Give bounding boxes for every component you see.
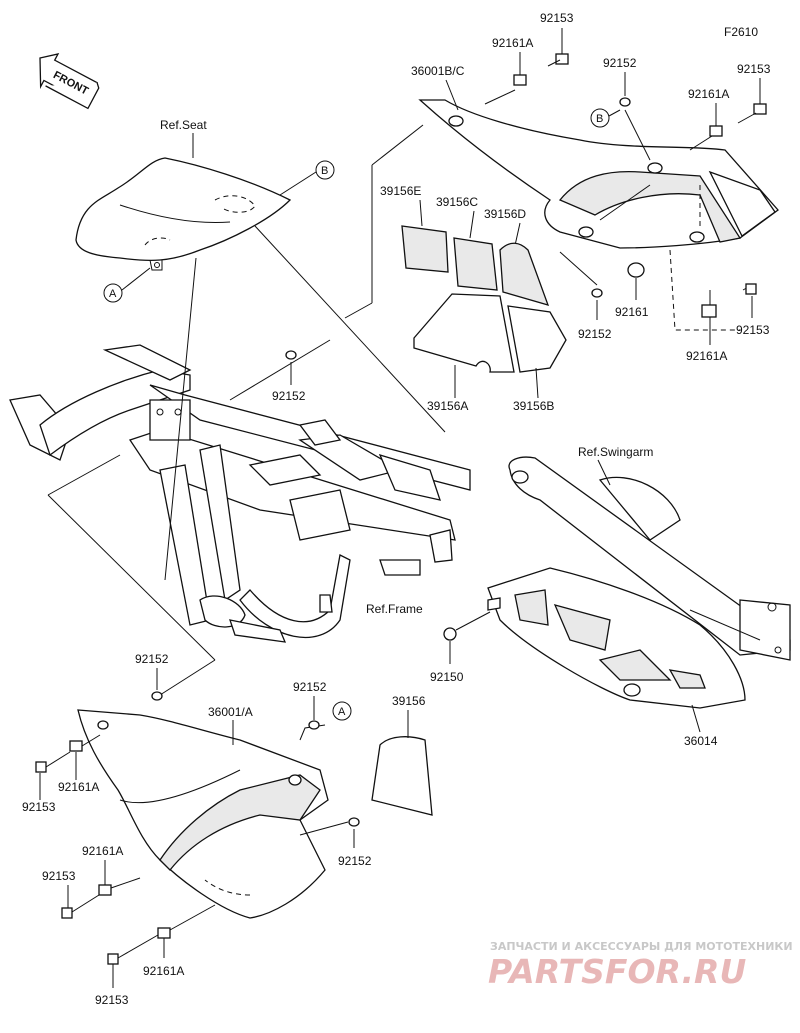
- bolt-92153-2: [753, 103, 767, 115]
- callout-b-tail: [590, 108, 610, 128]
- label-36001bc: 36001B/C: [411, 64, 465, 78]
- callout-b-seat: [315, 160, 335, 180]
- label-92153-3: 92153: [736, 323, 770, 337]
- pad-39156c: [453, 237, 498, 291]
- washer-92161a-4: [69, 740, 83, 752]
- bolt-92153-1: [547, 28, 569, 67]
- seat-reference: [75, 157, 292, 271]
- label-92152-5: 92152: [293, 680, 327, 694]
- bolt-92153-3: [745, 283, 757, 295]
- washer-92161a-2: [709, 125, 723, 137]
- pad-39156e: [401, 225, 449, 273]
- washer-92161a-5: [98, 884, 112, 896]
- callout-a-seat-text: A: [109, 288, 117, 300]
- collar-92161: [627, 262, 645, 278]
- label-92150: 92150: [430, 670, 464, 684]
- front-arrow-icon: FRONT: [39, 53, 100, 110]
- tail-cover-upper: [418, 99, 779, 249]
- figure-code: F2610: [724, 25, 758, 39]
- label-92161: 92161: [615, 305, 649, 319]
- label-36014: 36014: [684, 734, 718, 748]
- pad-39156: [371, 736, 433, 816]
- label-92153-2: 92153: [737, 62, 771, 76]
- washer-92161a-6: [157, 927, 171, 939]
- label-92153-4: 92153: [22, 800, 56, 814]
- callout-b-tail-text: B: [596, 113, 603, 125]
- pad-39156d: [499, 242, 550, 306]
- watermark-brand: PARTSFOR.RU: [488, 952, 746, 991]
- label-92161a-4: 92161A: [58, 780, 99, 794]
- callout-a-cover-text: A: [338, 706, 346, 718]
- pad-39156b: [507, 305, 567, 373]
- label-92161a-3: 92161A: [686, 349, 727, 363]
- label-92161a-6: 92161A: [143, 964, 184, 978]
- nut-92152-5: [308, 720, 320, 730]
- label-39156e: 39156E: [380, 184, 421, 198]
- pad-39156a: [413, 293, 515, 373]
- label-39156b: 39156B: [513, 399, 554, 413]
- washer-92161a-3: [701, 304, 717, 318]
- nut-92152-2: [591, 288, 603, 298]
- side-cover-lower: [77, 709, 329, 919]
- label-39156a: 39156A: [427, 399, 468, 413]
- ref-seat-label: Ref.Seat: [160, 118, 207, 132]
- frame-reference: [9, 344, 471, 643]
- nut-92152-1: [619, 97, 631, 107]
- callout-a-cover: [332, 701, 352, 721]
- label-39156: 39156: [392, 694, 426, 708]
- bolt-92153-6: [107, 953, 119, 965]
- bolt-92153-5: [61, 907, 73, 919]
- label-92161a-5: 92161A: [82, 844, 123, 858]
- label-92153-6: 92153: [95, 993, 129, 1007]
- label-92152-1: 92152: [603, 56, 637, 70]
- swingarm-reference: [508, 456, 791, 661]
- label-39156c: 39156C: [436, 195, 478, 209]
- label-92161a-2: 92161A: [688, 87, 729, 101]
- callout-b-seat-text: B: [321, 165, 328, 177]
- label-92153-5: 92153: [42, 869, 76, 883]
- ref-frame-label: Ref.Frame: [366, 602, 423, 616]
- label-92153-1: 92153: [540, 11, 574, 25]
- bolt-92153-4: [35, 761, 47, 773]
- nut-92152-4: [151, 691, 163, 701]
- nut-92152-3: [285, 350, 297, 360]
- callout-a-seat: [103, 283, 123, 303]
- label-92152-4: 92152: [135, 652, 169, 666]
- nut-92152-6: [348, 817, 360, 827]
- chain-guard-36014: [487, 567, 746, 709]
- bolt-92150: [443, 627, 457, 641]
- label-39156d: 39156D: [484, 207, 526, 221]
- washer-92161a-1: [513, 52, 527, 86]
- label-36001a: 36001/A: [208, 705, 253, 719]
- watermark-caption: ЗАПЧАСТИ И АКСЕССУАРЫ ДЛЯ МОТОТЕХНИКИ: [490, 940, 793, 953]
- label-92152-2: 92152: [578, 327, 612, 341]
- ref-swingarm-label: Ref.Swingarm: [578, 445, 653, 459]
- label-92152-6: 92152: [338, 854, 372, 868]
- label-92161a-1: 92161A: [492, 36, 533, 50]
- label-92152-3: 92152: [272, 389, 306, 403]
